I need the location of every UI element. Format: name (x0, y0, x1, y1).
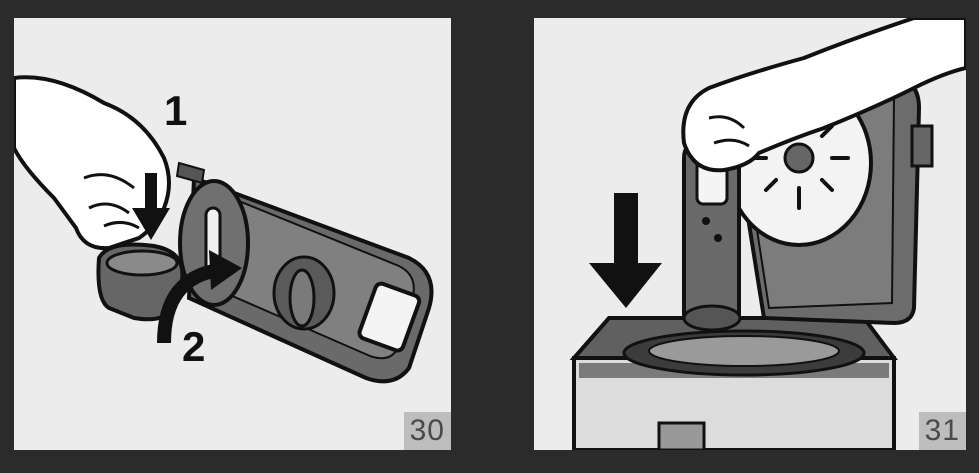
arrow-down-large-icon (589, 193, 662, 308)
step-label-2: 2 (182, 326, 205, 368)
illustration-panel-31: 31 (534, 18, 966, 450)
step-label-1: 1 (164, 90, 187, 132)
filter-holder-illustration (14, 18, 451, 450)
appliance-illustration (534, 18, 966, 450)
figure-number: 30 (404, 412, 451, 450)
figure-number: 31 (919, 412, 966, 450)
illustration-panel-30: 1 2 30 (14, 18, 451, 450)
appliance-body (574, 318, 894, 450)
